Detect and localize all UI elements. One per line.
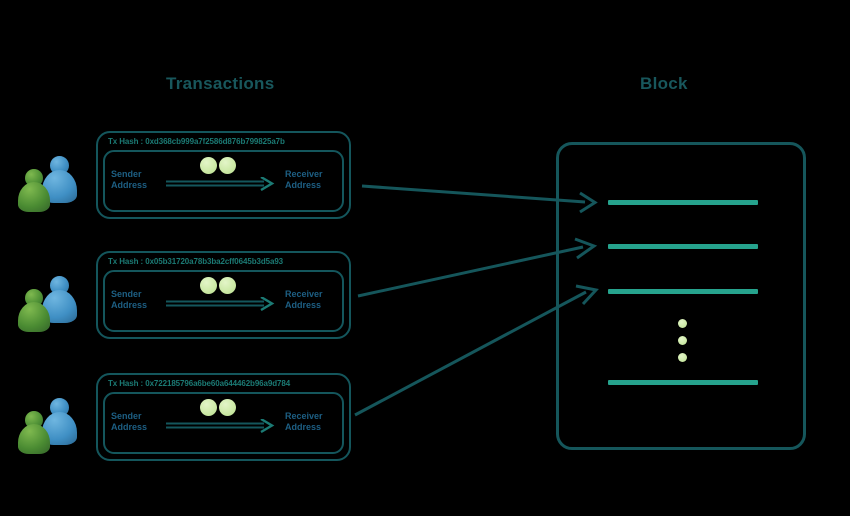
block-heading: Block	[640, 74, 688, 93]
receiver-address-label: Receiver Address	[285, 411, 323, 432]
block-container[interactable]	[556, 142, 806, 450]
block-entry-bar	[608, 200, 758, 205]
transfer-arrow-icon	[166, 419, 275, 433]
sender-address-label: Sender Address	[111, 411, 148, 432]
user-pair-3	[18, 398, 78, 454]
transaction-hash-label: Tx Hash : 0x722185796a6be60a644462b96a9d…	[108, 379, 291, 388]
ellipsis-dot-icon	[678, 353, 687, 362]
sender-address-label: Sender Address	[111, 169, 148, 190]
coin-icon	[219, 399, 236, 416]
coin-icon	[219, 277, 236, 294]
ellipsis-dot-icon	[678, 319, 687, 328]
coin-icon	[219, 157, 236, 174]
coin-icon	[200, 277, 217, 294]
transaction-card-2[interactable]: Tx Hash : 0x05b31720a78b3ba2cff0645b3d5a…	[96, 251, 351, 339]
transaction-card-inner	[103, 392, 344, 454]
user-pair-1	[18, 156, 78, 212]
block-entry-bar	[608, 380, 758, 385]
receiver-address-label: Receiver Address	[285, 169, 323, 190]
coin-icon	[200, 399, 217, 416]
ellipsis-dot-icon	[678, 336, 687, 345]
transaction-hash-label: Tx Hash : 0x05b31720a78b3ba2cff0645b3d5a…	[108, 257, 284, 266]
coin-icon	[200, 157, 217, 174]
block-entry-bar	[608, 289, 758, 294]
transaction-card-inner	[103, 270, 344, 332]
block-entry-bar	[608, 244, 758, 249]
transfer-arrow-icon	[166, 297, 275, 311]
transaction-card-inner	[103, 150, 344, 212]
person-body	[18, 424, 50, 454]
receiver-address-label: Receiver Address	[285, 289, 323, 310]
transaction-card-3[interactable]: Tx Hash : 0x722185796a6be60a644462b96a9d…	[96, 373, 351, 461]
person-body	[18, 302, 50, 332]
transfer-arrow-icon	[166, 177, 275, 191]
transaction-hash-label: Tx Hash : 0xd368cb999a7f2586d876b799825a…	[108, 137, 285, 146]
transaction-card-1[interactable]: Tx Hash : 0xd368cb999a7f2586d876b799825a…	[96, 131, 351, 219]
transactions-heading: Transactions	[166, 74, 275, 93]
person-body	[18, 182, 50, 212]
user-pair-2	[18, 276, 78, 332]
sender-address-label: Sender Address	[111, 289, 148, 310]
